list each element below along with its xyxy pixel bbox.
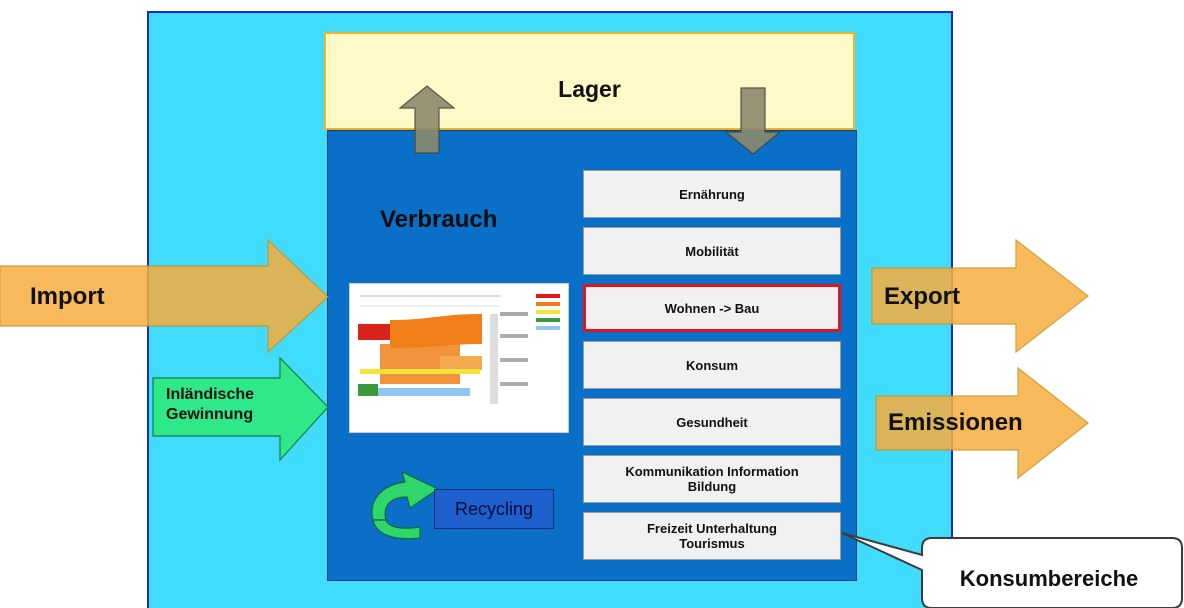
emissions-label: Emissionen xyxy=(888,409,1023,436)
category-health[interactable]: Gesundheit xyxy=(583,398,841,446)
storage-label: Lager xyxy=(558,76,621,102)
storage-down-arrow xyxy=(724,87,782,155)
recycling-box: Recycling xyxy=(434,489,554,529)
export-arrow xyxy=(871,238,1089,354)
category-mobility[interactable]: Mobilität xyxy=(583,227,841,275)
import-arrow xyxy=(0,238,329,354)
category-housing-construction[interactable]: Wohnen -> Bau xyxy=(583,284,841,332)
storage-up-arrow xyxy=(398,85,456,154)
import-label: Import xyxy=(30,283,105,310)
category-leisure-tourism[interactable]: Freizeit Unterhaltung Tourismus xyxy=(583,512,841,560)
category-consumption[interactable]: Konsum xyxy=(583,341,841,389)
domestic-extraction-arrow xyxy=(152,356,329,462)
recycling-arrow-icon xyxy=(371,470,440,540)
sankey-thumbnail xyxy=(349,283,569,433)
callout-label: Konsumbereiche xyxy=(959,566,1139,591)
emissions-arrow xyxy=(875,366,1089,480)
consumption-label: Verbrauch xyxy=(380,206,498,233)
storage-box: Lager xyxy=(324,32,855,130)
category-communication-education[interactable]: Kommunikation Information Bildung xyxy=(583,455,841,503)
domestic-extraction-label: Inländische Gewinnung xyxy=(166,386,255,423)
category-nutrition[interactable]: Ernährung xyxy=(583,170,841,218)
export-label: Export xyxy=(884,283,961,310)
